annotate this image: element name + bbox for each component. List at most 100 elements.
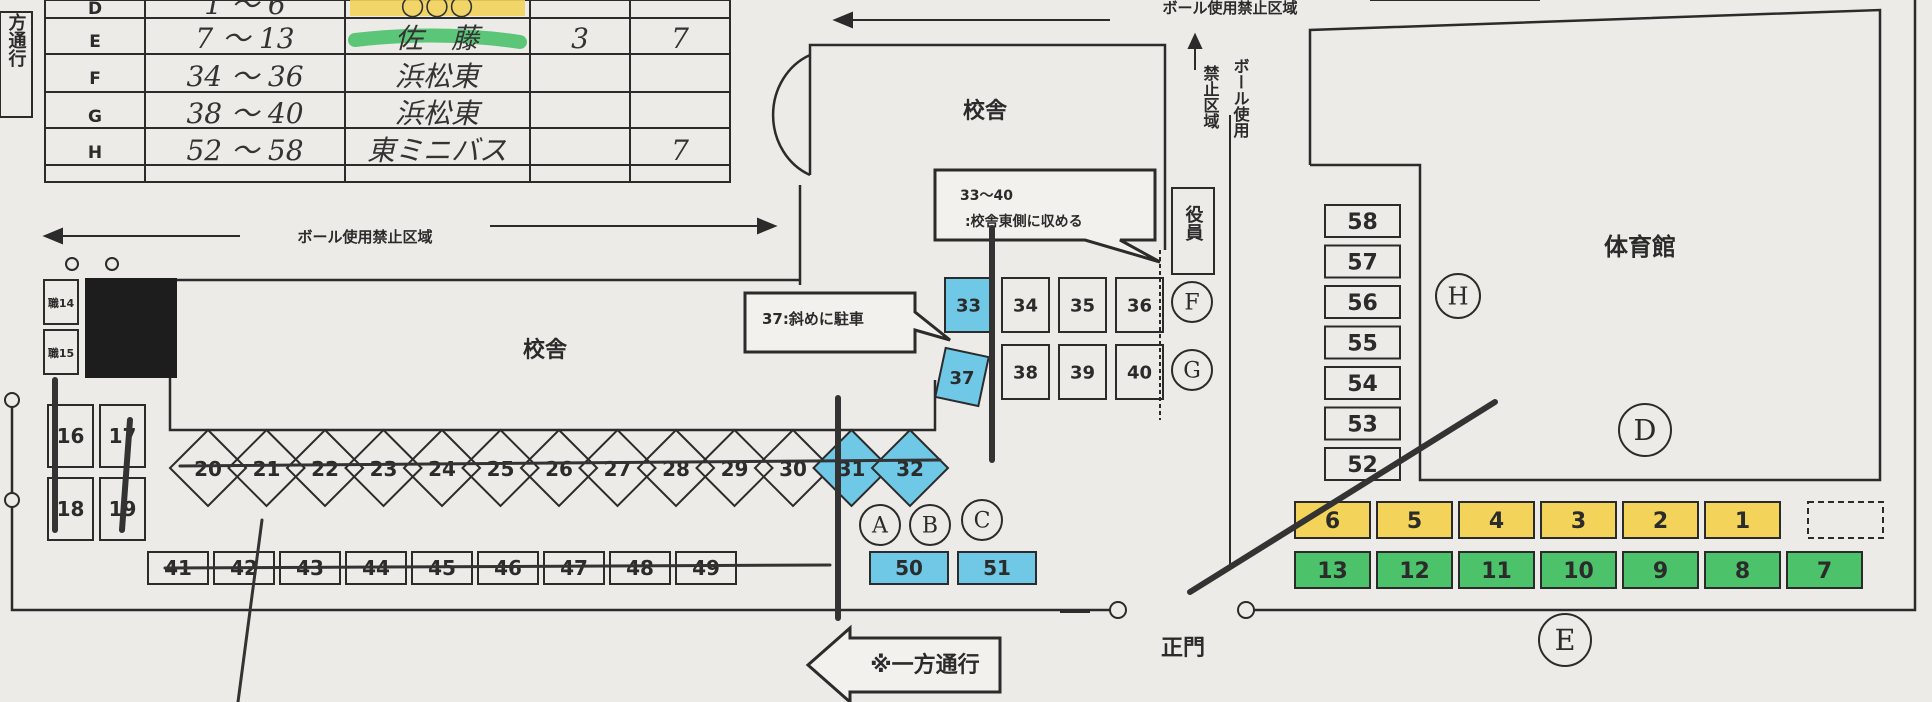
- row-team-D: ○○○: [400, 0, 473, 21]
- side-label: 方通行: [6, 12, 28, 67]
- spot-box: [578, 428, 657, 508]
- spot-box: [168, 428, 248, 508]
- marker-strokes: [52, 225, 1498, 702]
- no-ball-label-mid: ボール使用禁止区域: [297, 228, 432, 246]
- circle-label-F: F: [1171, 281, 1213, 323]
- spot-number: 18: [57, 497, 85, 521]
- spot-number: 35: [1070, 295, 1095, 316]
- spot-number: 49: [692, 556, 720, 580]
- circle-letter: B: [922, 514, 938, 539]
- spot-number: 1: [1735, 509, 1750, 534]
- parking-spot-52: 52: [1324, 447, 1401, 481]
- row-team-E: 佐 藤: [395, 22, 483, 55]
- row-range-F: 34 ～ 36: [186, 60, 303, 93]
- parking-spot-21: 21: [227, 428, 306, 508]
- spot-box: [1115, 344, 1164, 400]
- assignment-table: [44, 0, 731, 183]
- main-gate-label: 正門: [1161, 636, 1205, 661]
- gym-building: [1308, 8, 1882, 482]
- spot-number: 54: [1347, 372, 1378, 397]
- spot-box: [695, 428, 774, 508]
- officials-label: 役員: [1183, 204, 1205, 242]
- callout-37: [743, 291, 951, 354]
- school-upper-label: 校舎: [963, 98, 1008, 124]
- parking-spot-54: 54: [1324, 366, 1401, 400]
- circle-label-G: G: [1171, 349, 1213, 391]
- spot-number: 11: [1481, 559, 1512, 584]
- spot-box: [285, 428, 365, 508]
- spot-number: 34: [1013, 295, 1038, 316]
- spot-number: 21: [253, 457, 281, 481]
- spot-number: 58: [1347, 210, 1378, 235]
- slot-small-15: [43, 329, 79, 375]
- spot-box: [1324, 325, 1401, 360]
- row-c1-E: 3: [571, 22, 589, 55]
- spot-number: 12: [1399, 559, 1430, 584]
- school-lower-label: 校舎: [523, 337, 568, 363]
- parking-spot-20: 20: [168, 428, 248, 508]
- spot-box: [1058, 277, 1107, 333]
- empty-slot: [1807, 501, 1884, 539]
- spot-number: 26: [545, 457, 573, 481]
- spot-number: 23: [370, 457, 398, 481]
- spot-number: 51: [983, 556, 1011, 580]
- side-label-box: [0, 11, 33, 118]
- row-letter-E: E: [89, 32, 101, 52]
- spot-number: 7: [1817, 559, 1832, 584]
- parking-spot-33: 33: [944, 277, 993, 333]
- parking-spot-9: 9: [1622, 551, 1699, 589]
- circle-letter: C: [974, 509, 991, 534]
- one-way-label: ※一方通行: [870, 652, 979, 678]
- spot-number: 10: [1563, 559, 1594, 584]
- circle-letter: E: [1555, 623, 1576, 657]
- officials-box: [1171, 187, 1215, 275]
- spot-number: 8: [1735, 559, 1750, 584]
- circle-label-E: E: [1538, 613, 1592, 667]
- spot-box: [1058, 344, 1107, 400]
- highlight-yellow-D: [350, 0, 525, 16]
- spot-box: [957, 551, 1037, 585]
- parking-spot-34: 34: [1001, 277, 1050, 333]
- spot-box: [1324, 285, 1401, 319]
- parking-spot-49: 49: [675, 551, 737, 585]
- parking-spot-50: 50: [869, 551, 949, 585]
- parking-spot-26: 26: [519, 428, 599, 508]
- spot-box: [1540, 551, 1617, 589]
- circle-letter: G: [1183, 359, 1201, 384]
- gym-label: 体育館: [1604, 233, 1676, 261]
- circle-label-B: B: [909, 504, 951, 546]
- circle-letter: F: [1184, 291, 1199, 316]
- spot-number: 2: [1653, 509, 1668, 534]
- spot-box: [1704, 551, 1781, 589]
- spot-box: [934, 346, 990, 408]
- black-building: [85, 278, 177, 378]
- parking-spot-13: 13: [1294, 551, 1371, 589]
- parking-spot-58: 58: [1324, 204, 1401, 238]
- circle-letter: D: [1634, 413, 1657, 447]
- spot-box: [1324, 244, 1401, 279]
- spot-box: [1115, 277, 1164, 333]
- spot-box: [402, 428, 482, 508]
- parking-spot-51: 51: [957, 551, 1037, 585]
- circle-label-A: A: [859, 504, 901, 546]
- spot-box: [869, 551, 949, 585]
- parking-spot-47: 47: [543, 551, 605, 585]
- row-c2-E: 7: [671, 22, 689, 55]
- one-way-arrow: [805, 624, 1002, 702]
- parking-spot-55: 55: [1324, 325, 1401, 360]
- parking-spot-48: 48: [609, 551, 671, 585]
- circle-letter: H: [1447, 282, 1468, 310]
- small-15-label: 職15: [48, 346, 74, 360]
- spot-number: 16: [57, 424, 85, 448]
- spot-number: 27: [604, 457, 632, 481]
- circle-label-H: H: [1435, 273, 1481, 319]
- parking-spot-53: 53: [1324, 406, 1401, 441]
- spot-number: 24: [428, 457, 456, 481]
- spot-number: 52: [1347, 453, 1378, 478]
- spot-box: [344, 428, 423, 508]
- parking-spot-5: 5: [1376, 501, 1453, 539]
- spot-box: [1622, 501, 1699, 539]
- parking-spot-16: 16: [47, 404, 94, 468]
